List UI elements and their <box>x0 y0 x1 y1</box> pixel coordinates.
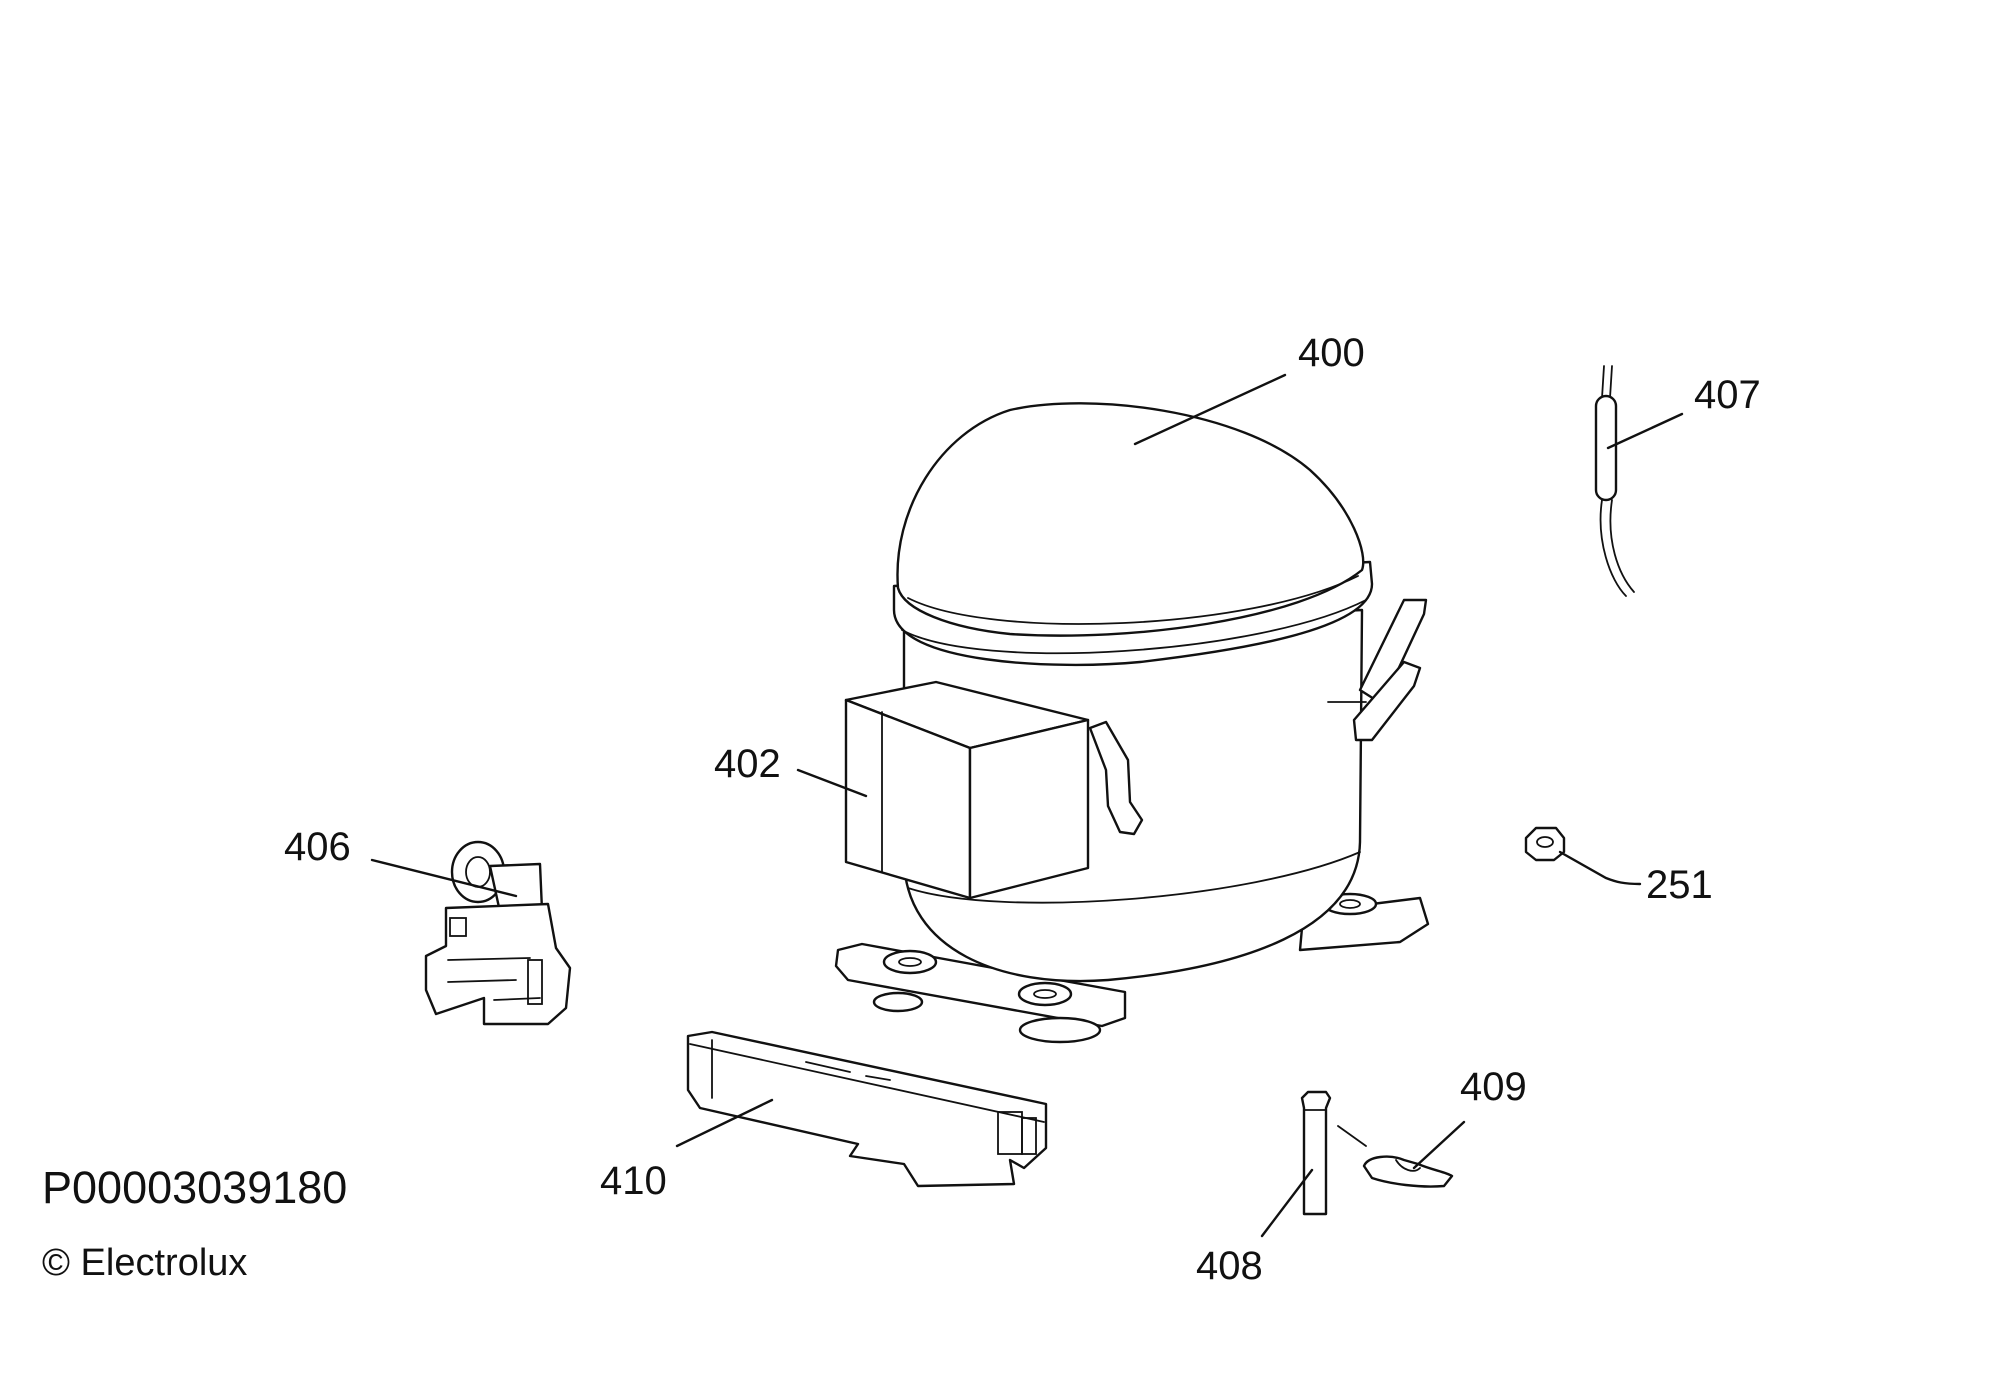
callout-251: 251 <box>1558 850 1713 907</box>
filter-drier: 407 <box>1594 365 1761 597</box>
callout-402: 402 <box>714 742 868 798</box>
callout-408: 408 <box>1196 1168 1314 1288</box>
clip: 409 <box>1337 1065 1527 1188</box>
svg-text:251: 251 <box>1646 863 1713 907</box>
svg-text:410: 410 <box>600 1159 667 1203</box>
svg-text:409: 409 <box>1460 1065 1527 1109</box>
cover: 410 <box>600 1030 1048 1203</box>
svg-text:402: 402 <box>714 742 781 786</box>
nut: 251 <box>1524 826 1713 907</box>
document-code: P00003039180 <box>42 1162 348 1213</box>
bracket: 406 <box>284 825 572 1026</box>
svg-text:406: 406 <box>284 825 351 869</box>
callout-406: 406 <box>284 825 518 898</box>
svg-text:408: 408 <box>1196 1244 1263 1288</box>
callout-409: 409 <box>1412 1065 1527 1170</box>
relay-box: 402 <box>714 680 1090 900</box>
copyright-notice: © Electrolux <box>42 1242 248 1284</box>
callout-410: 410 <box>600 1098 774 1203</box>
callout-400: 400 <box>1133 331 1365 446</box>
svg-text:407: 407 <box>1694 373 1761 417</box>
callout-407: 407 <box>1606 373 1761 450</box>
connector: 408 <box>1196 1090 1332 1288</box>
svg-text:400: 400 <box>1298 331 1365 375</box>
